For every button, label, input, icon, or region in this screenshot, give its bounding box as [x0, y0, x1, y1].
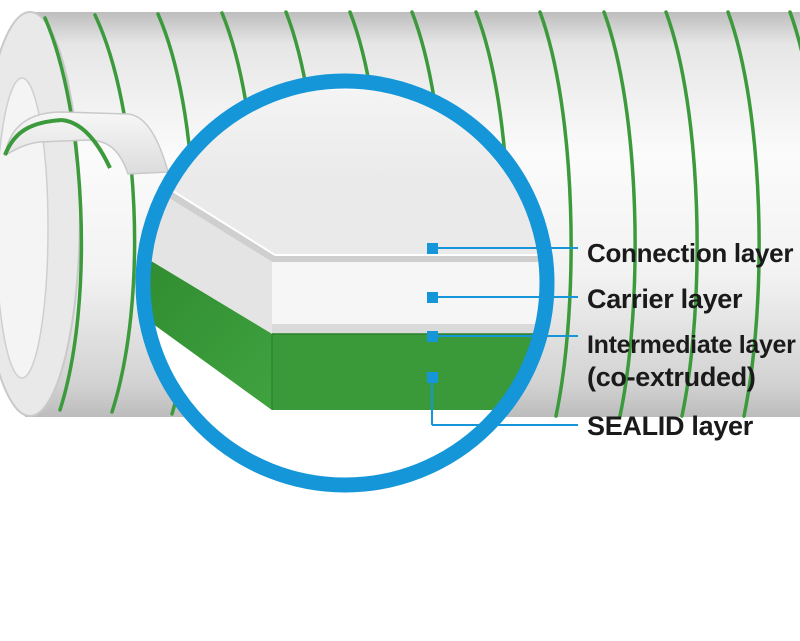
callout-carrier-leader [427, 292, 578, 303]
callout-connection-leader [427, 243, 578, 254]
callout-sealid-leader [427, 372, 578, 426]
callout-label-sealid-layer: SEALID layer [587, 411, 753, 441]
callout-leaders [427, 243, 578, 426]
callout-intermediate-leader [427, 331, 578, 342]
callout-label-connection-layer: Connection layer [587, 238, 794, 268]
callout-label-co-extruded: (co-extruded) [587, 362, 756, 392]
callout-label-carrier-layer: Carrier layer [587, 284, 743, 314]
callout-label-intermediate-layer: Intermediate layer [587, 331, 796, 359]
